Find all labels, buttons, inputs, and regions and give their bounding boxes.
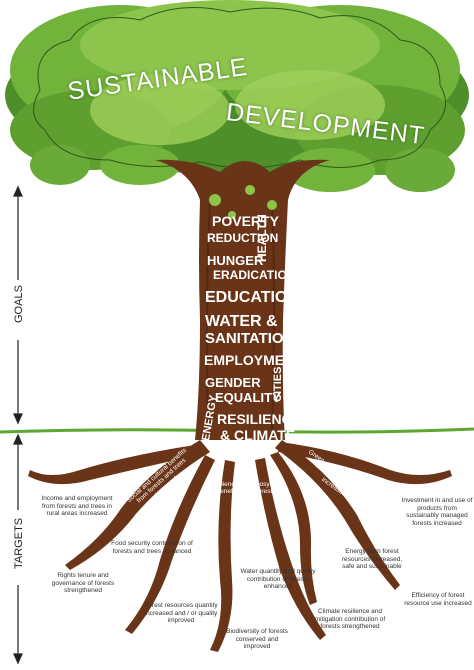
goals-axis-label: GOALS: [13, 285, 25, 323]
canopy: [5, 0, 469, 192]
target-energy: Energy from forest resources increased, …: [341, 548, 403, 571]
goal-climate: & CLIMATE: [220, 427, 296, 443]
target-biodiversity: Biodiversity of forests conserved and im…: [226, 628, 288, 651]
goal-water: WATER &: [205, 313, 278, 330]
target-climate-resilience: Climate resilience and mitigation contri…: [314, 608, 386, 631]
target-rights-tenure: Rights tenure and governance of forests …: [51, 572, 115, 595]
trunk-leaves: [209, 185, 277, 219]
axis-arrows: [13, 185, 23, 665]
target-efficiency: Efficiency of forest resource use increa…: [404, 592, 472, 607]
goal-employment: EMPLOYMENT: [204, 352, 303, 368]
roots: [28, 440, 452, 652]
goal-equality: EQUALITY: [215, 390, 281, 405]
goal-hunger-eradication: ERADICATION: [213, 268, 296, 282]
goal-poverty-reduction: REDUCTION: [207, 231, 279, 245]
root-label-ecosystem: Resilience and ecosystem benefits from f…: [208, 481, 284, 503]
targets-axis-label: TARGETS: [13, 517, 25, 569]
target-food-security: Food security contribution of forests an…: [111, 540, 193, 555]
goal-cities: CITIES: [272, 366, 284, 402]
target-income: Income and employment from forests and t…: [41, 495, 113, 518]
goal-resilience: RESILIENCE: [217, 411, 302, 427]
goal-sanitation: SANITATION: [205, 330, 295, 347]
goal-education: EDUCATION: [205, 289, 299, 306]
target-investment: Investment in and use of products from s…: [401, 497, 473, 527]
trunk: [155, 159, 330, 440]
goal-hunger: HUNGER: [207, 253, 264, 268]
target-water: Water quantity and quality contribution …: [240, 568, 316, 591]
goal-gender: GENDER: [205, 375, 261, 390]
target-forest-resources: Forest resources quantity increased and …: [144, 602, 218, 625]
goal-poverty: POVERTY: [212, 213, 279, 229]
